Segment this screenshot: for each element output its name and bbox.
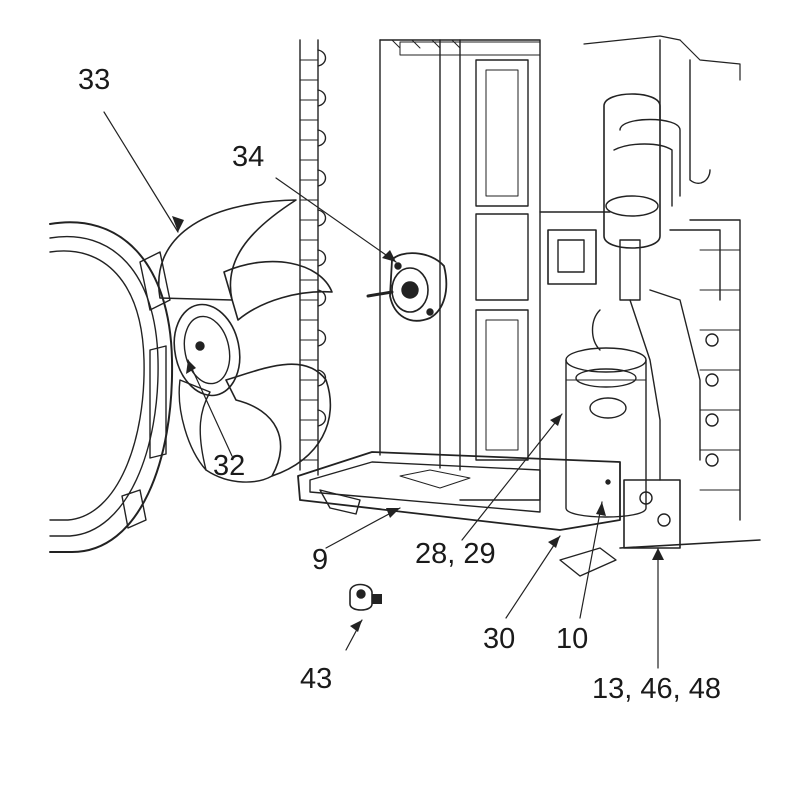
leader-lines — [103, 111, 659, 669]
callout-9: 9 — [312, 544, 329, 576]
partition-panel — [391, 39, 541, 501]
callout-10: 10 — [556, 623, 589, 655]
callout-34: 34 — [232, 141, 265, 173]
piping — [583, 35, 761, 549]
leader-9 — [325, 507, 401, 549]
condenser-coil — [299, 39, 327, 476]
leader-28-29 — [461, 413, 563, 541]
accumulator — [603, 93, 681, 249]
callout-28-29: 28, 29 — [415, 538, 496, 570]
sensor-clip — [349, 583, 382, 611]
callout-30: 30 — [483, 623, 516, 655]
reactor-box — [539, 211, 611, 285]
fan-motor — [366, 252, 448, 322]
callout-43: 43 — [300, 663, 333, 695]
leader-10 — [579, 501, 603, 619]
callout-33: 33 — [78, 64, 111, 96]
compressor — [565, 347, 647, 518]
callout-13-46-48: 13, 46, 48 — [592, 673, 721, 705]
fan-blade — [157, 199, 333, 483]
leader-33 — [103, 111, 179, 233]
leader-30 — [505, 535, 561, 619]
callout-32: 32 — [213, 450, 246, 482]
leader-34 — [275, 177, 397, 263]
fan-guard-ring — [49, 221, 174, 553]
leader-32 — [187, 359, 233, 457]
arrowheads — [172, 216, 664, 632]
base-pan — [297, 451, 621, 577]
